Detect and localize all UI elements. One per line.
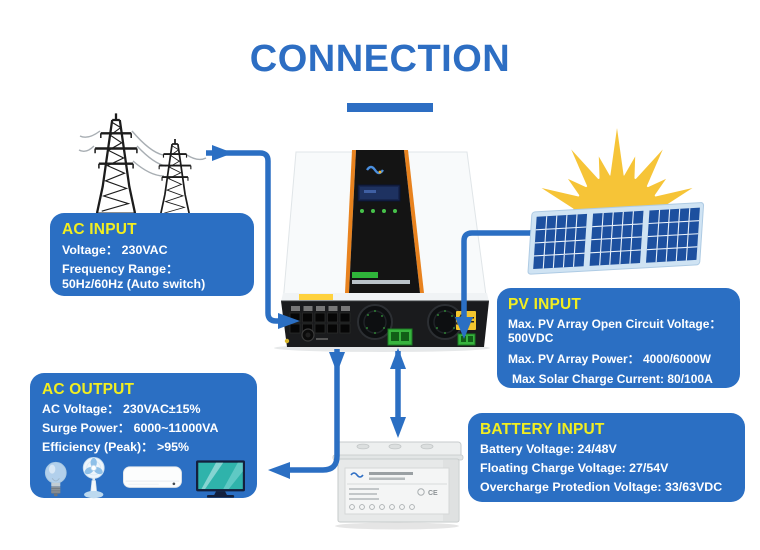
power-towers-icon bbox=[78, 112, 207, 216]
title-underline bbox=[347, 103, 433, 112]
battery-overcharge-protection-voltage: Overcharge Protedion Voltage: 33/63VDC bbox=[480, 479, 723, 494]
ac-input-frequency-label: Frequency Range： bbox=[62, 261, 179, 276]
battery-terminal bbox=[387, 328, 413, 346]
battery-warning-icons bbox=[349, 504, 415, 510]
solar-panels-icon bbox=[527, 202, 705, 275]
ac-output-heading: AC OUTPUT bbox=[42, 381, 135, 398]
ac-input-heading: AC INPUT bbox=[62, 221, 137, 238]
pv-input-heading: PV INPUT bbox=[508, 296, 582, 313]
fan-icon bbox=[82, 456, 105, 498]
battery-logo bbox=[350, 472, 364, 478]
page-title: CONNECTION bbox=[249, 38, 511, 80]
inverter-buttons bbox=[360, 209, 397, 213]
air-conditioner-icon bbox=[122, 466, 182, 488]
pv-input-box: PV INPUT Max. PV Array Open Circuit Volt… bbox=[497, 288, 740, 388]
pv-charge-current: Max Solar Charge Current: 80/100A bbox=[512, 372, 713, 387]
battery-image: CE bbox=[332, 441, 464, 530]
pv-array-power: Max. PV Array Power： 4000/6000W bbox=[508, 351, 711, 366]
tv-icon bbox=[195, 460, 245, 498]
ac-input-frequency-value: 50Hz/60Hz (Auto switch) bbox=[62, 276, 206, 291]
ac-output-efficiency: Efficiency (Peak)： >95% bbox=[42, 439, 190, 454]
sun-solar-panel-icon bbox=[527, 128, 705, 275]
svg-text:CE: CE bbox=[428, 490, 438, 497]
arrow-inverter-to-loads bbox=[288, 349, 340, 473]
pv-open-circuit-voltage-value: 500VDC bbox=[508, 331, 554, 346]
ac-input-voltage: Voltage： 230VAC bbox=[62, 243, 168, 257]
warning-strip bbox=[299, 294, 333, 300]
pv-terminal bbox=[455, 311, 476, 346]
ac-output-voltage: AC Voltage： 230VAC±15% bbox=[42, 402, 201, 416]
tower-large-icon bbox=[93, 112, 139, 215]
battery-input-heading: BATTERY INPUT bbox=[480, 421, 605, 438]
tower-small-icon bbox=[158, 138, 192, 216]
battery-input-box: BATTERY INPUT Battery Voltage: 24/48V Fl… bbox=[468, 413, 745, 502]
inverter-model-label bbox=[352, 272, 378, 278]
bulb-icon bbox=[44, 461, 67, 496]
ac-output-box: AC OUTPUT AC Voltage： 230VAC±15% Surge P… bbox=[30, 373, 257, 498]
pv-open-circuit-voltage-label: Max. PV Array Open Circuit Voltage： bbox=[508, 317, 722, 331]
battery-floating-charge-voltage: Floating Charge Voltage: 27/54V bbox=[480, 460, 669, 475]
inverter-image bbox=[274, 150, 490, 352]
ac-terminals bbox=[289, 306, 351, 334]
appliance-icons bbox=[42, 456, 245, 499]
power-lines bbox=[78, 130, 207, 177]
ac-output-surge-power: Surge Power： 6000~11000VA bbox=[42, 420, 219, 435]
battery-voltage: Battery Voltage: 24/48V bbox=[480, 442, 617, 456]
ac-input-box: AC INPUT Voltage： 230VAC Frequency Range… bbox=[50, 213, 254, 296]
